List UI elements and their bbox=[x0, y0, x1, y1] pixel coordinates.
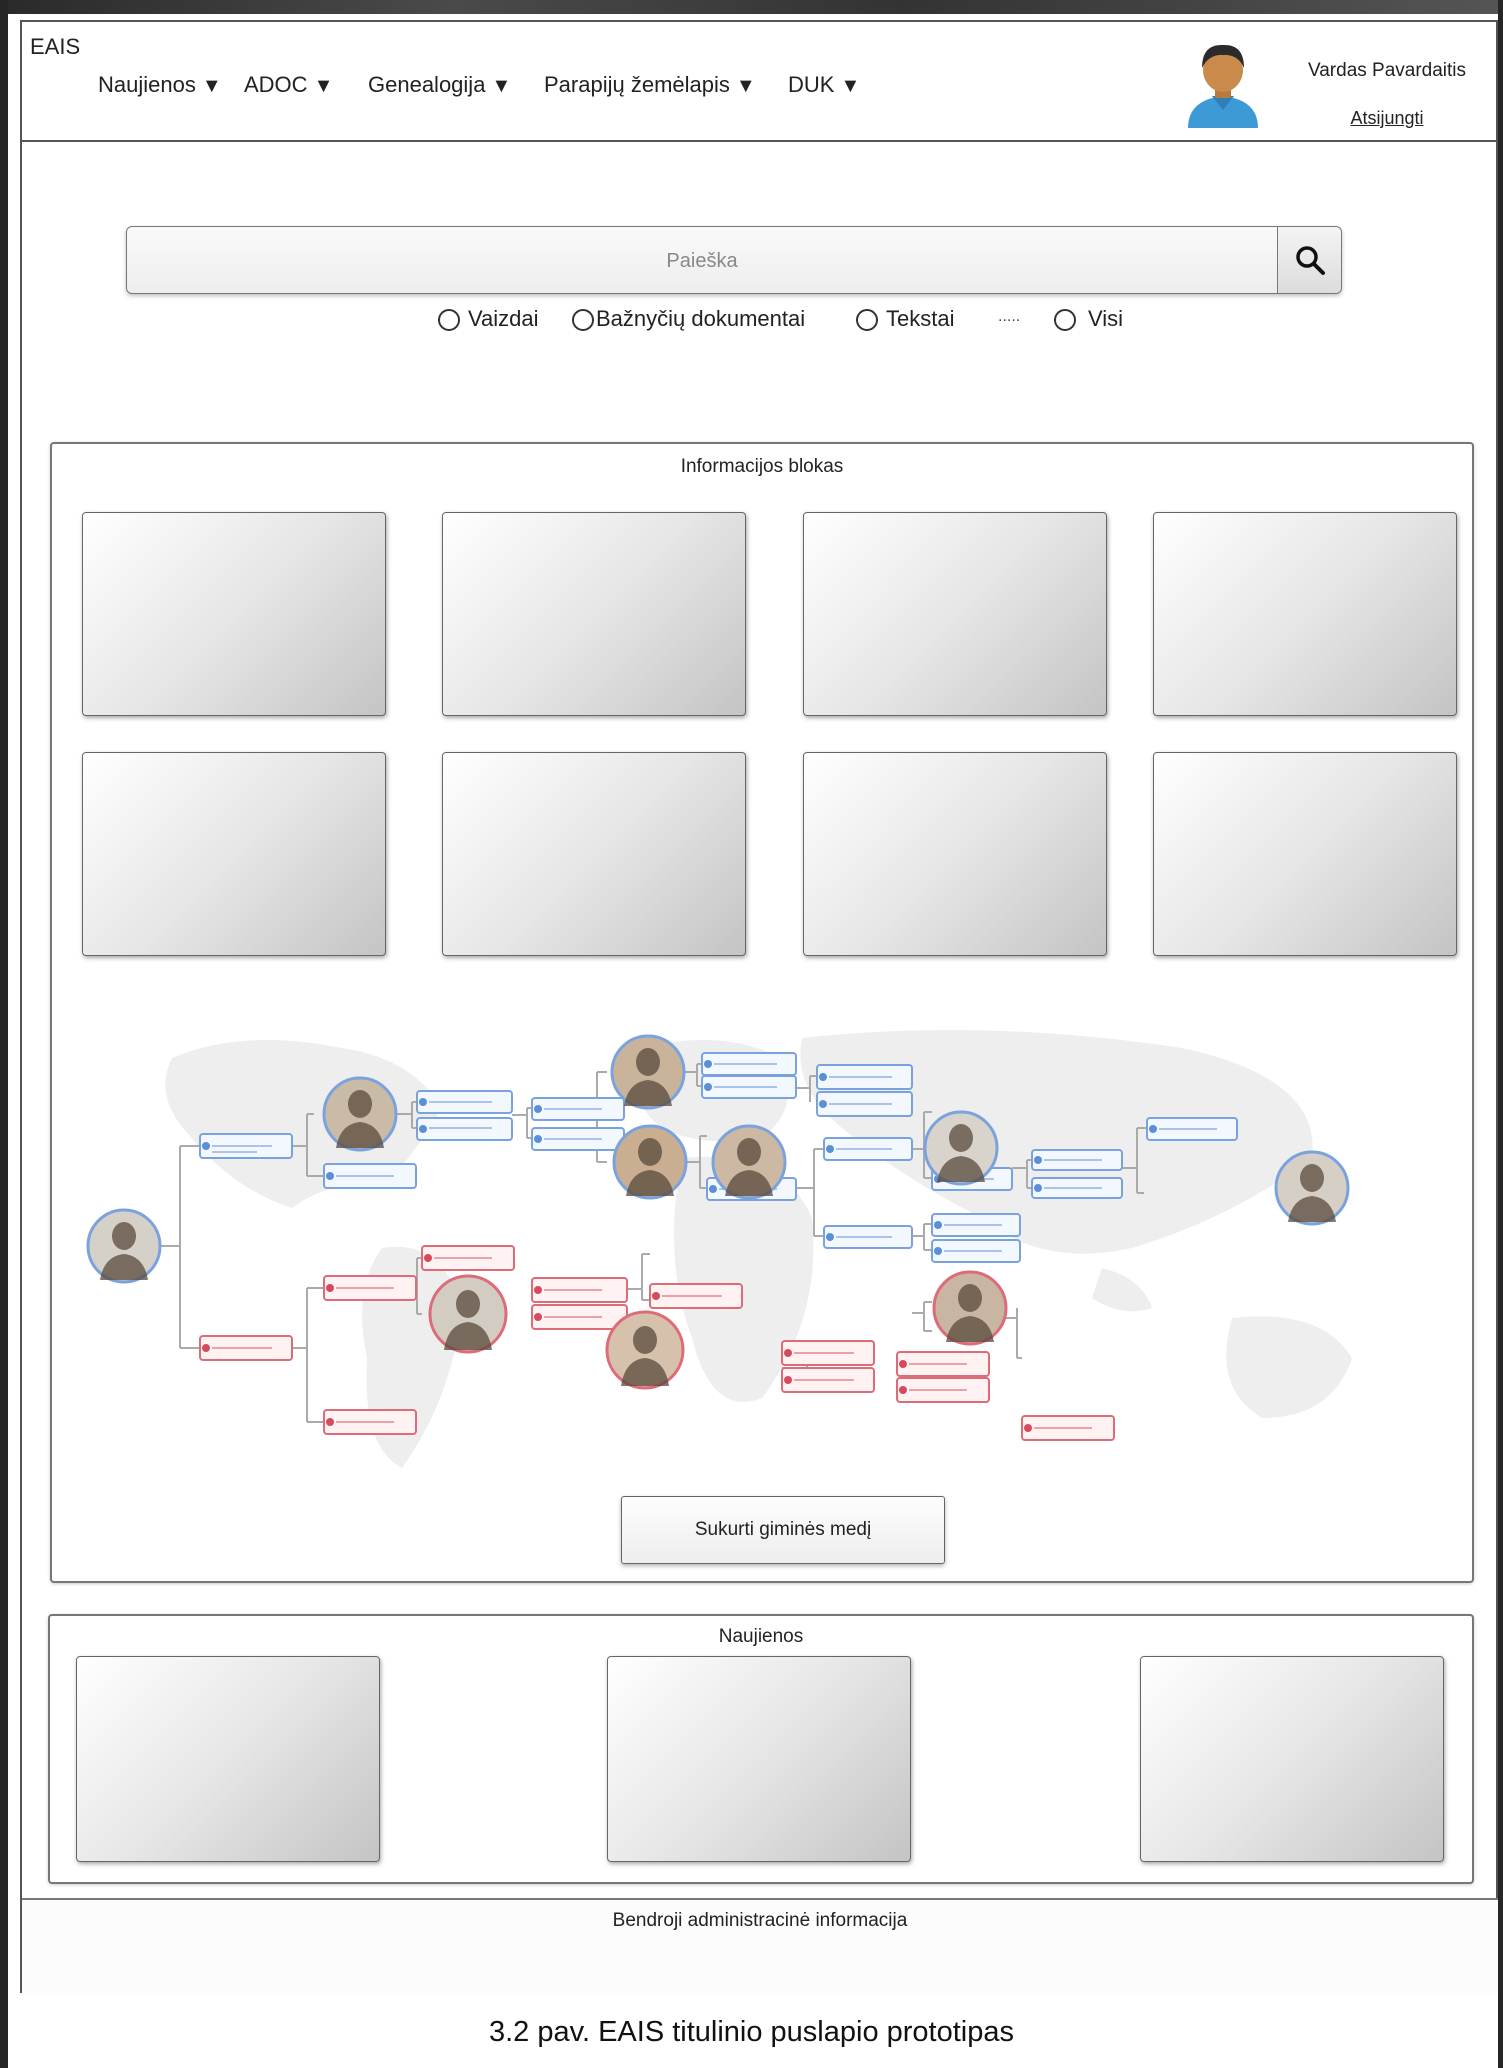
logout-link[interactable]: Atsijungti bbox=[1350, 108, 1424, 128]
news-tile[interactable] bbox=[607, 1656, 911, 1862]
nav-item-parapiju-zemelapis[interactable]: Parapijų žemėlapis▼ bbox=[544, 72, 756, 98]
info-tile[interactable] bbox=[82, 512, 386, 716]
caret-down-icon: ▼ bbox=[491, 75, 512, 97]
news-block: Naujienos bbox=[48, 1614, 1474, 1884]
right-edge-strip bbox=[1498, 0, 1503, 2068]
nav-label: DUK bbox=[788, 72, 835, 97]
info-tile[interactable] bbox=[82, 752, 386, 956]
nav-item-naujienos[interactable]: Naujienos▼ bbox=[98, 72, 222, 98]
info-tile[interactable] bbox=[803, 512, 1107, 716]
caret-down-icon: ▼ bbox=[201, 75, 222, 97]
left-edge-strip bbox=[0, 0, 8, 2068]
user-avatar-icon[interactable] bbox=[1182, 40, 1264, 128]
search-icon bbox=[1296, 246, 1325, 275]
wireframe-page: EAIS Naujienos▼ ADOC▼ Genealogija▼ Parap… bbox=[20, 20, 1498, 1995]
radio-tekstai[interactable]: Tekstai bbox=[856, 306, 954, 332]
family-tree-illustration bbox=[86, 1030, 1352, 1468]
more-options-ellipsis: ..... bbox=[998, 308, 1021, 325]
search-bar bbox=[126, 226, 1342, 295]
brand-logo[interactable]: EAIS bbox=[30, 34, 81, 59]
site-header: EAIS Naujienos▼ ADOC▼ Genealogija▼ Parap… bbox=[22, 22, 1496, 142]
info-tile[interactable] bbox=[442, 752, 746, 956]
nav-item-duk[interactable]: DUK▼ bbox=[788, 72, 860, 98]
footer-text: Bendroji administracinė informacija bbox=[612, 1910, 908, 1931]
male-record-boxes bbox=[199, 1052, 1238, 1263]
info-tile[interactable] bbox=[442, 512, 746, 716]
nav-item-adoc[interactable]: ADOC▼ bbox=[244, 72, 333, 98]
nav-label: Parapijų žemėlapis bbox=[544, 72, 730, 97]
news-tile[interactable] bbox=[76, 1656, 380, 1862]
radio-vaizdai[interactable]: Vaizdai bbox=[438, 306, 539, 332]
search-input[interactable] bbox=[127, 227, 1277, 295]
radio-label: Visi bbox=[1088, 306, 1124, 331]
search-button[interactable] bbox=[1277, 227, 1341, 293]
info-tile[interactable] bbox=[1153, 512, 1457, 716]
information-block-title: Informacijos blokas bbox=[680, 456, 844, 477]
site-footer: Bendroji administracinė informacija bbox=[22, 1898, 1498, 1995]
news-block-title: Naujienos bbox=[718, 1626, 804, 1647]
create-family-tree-button[interactable]: Sukurti giminės medį bbox=[621, 1496, 945, 1564]
radio-visi[interactable]: Visi bbox=[1054, 306, 1123, 332]
info-tile[interactable] bbox=[803, 752, 1107, 956]
caret-down-icon: ▼ bbox=[735, 75, 756, 97]
info-tile[interactable] bbox=[1153, 752, 1457, 956]
radio-baznyciu-dokumentai[interactable]: Bažnyčių dokumentai bbox=[572, 306, 805, 332]
figure-caption: 3.2 pav. EAIS titulinio puslapio prototi… bbox=[488, 2016, 1014, 2048]
user-name: Vardas Pavardaitis bbox=[1307, 60, 1467, 81]
caret-down-icon: ▼ bbox=[840, 75, 861, 97]
caret-down-icon: ▼ bbox=[313, 75, 334, 97]
radio-circle-icon bbox=[1054, 309, 1076, 331]
radio-label: Vaizdai bbox=[468, 306, 539, 331]
radio-circle-icon bbox=[572, 309, 594, 331]
nav-label: Naujienos bbox=[98, 72, 196, 97]
radio-label: Bažnyčių dokumentai bbox=[596, 306, 806, 331]
nav-label: ADOC bbox=[244, 72, 308, 97]
radio-circle-icon bbox=[856, 309, 878, 331]
information-block: Informacijos blokas bbox=[50, 442, 1474, 1583]
news-tile[interactable] bbox=[1140, 1656, 1444, 1862]
nav-item-genealogija[interactable]: Genealogija▼ bbox=[368, 72, 511, 98]
nav-label: Genealogija bbox=[368, 72, 486, 97]
radio-circle-icon bbox=[438, 309, 460, 331]
radio-label: Tekstai bbox=[886, 306, 955, 331]
top-edge-strip bbox=[0, 0, 1503, 14]
